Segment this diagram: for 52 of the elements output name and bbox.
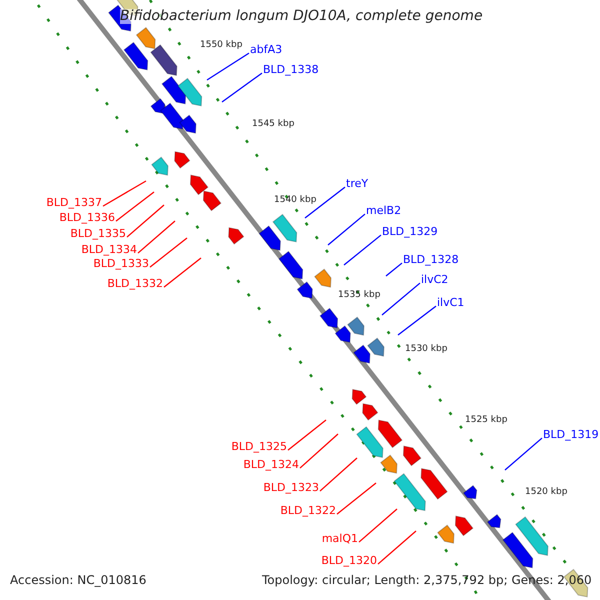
gene-label: BLD_1334 xyxy=(81,244,137,256)
leader-line xyxy=(336,482,376,515)
gene-label: treY xyxy=(346,178,368,190)
scale-label: 1525 kbp xyxy=(465,416,508,426)
footer-text: Topology: circular; Length: 2,375,792 bp; Genes: 2,060 xyxy=(262,574,592,588)
map-title: Bifidobacterium longum DJO10A, complete genome xyxy=(120,9,483,24)
leader-line xyxy=(222,72,262,102)
gene-label: BLD_1324 xyxy=(243,459,299,472)
leader-line xyxy=(328,214,366,246)
leader-line xyxy=(116,192,154,222)
leader-line xyxy=(102,180,146,207)
gene-label: BLD_1328 xyxy=(403,254,459,266)
gene-label: BLD_1337 xyxy=(46,197,102,210)
leader-line xyxy=(382,282,420,316)
leader-line xyxy=(126,204,164,238)
leader-line xyxy=(398,306,436,336)
scale-label: 1530 kbp xyxy=(405,345,448,355)
scale-label: 1540 kbp xyxy=(274,196,316,206)
gene-label: BLD_1325 xyxy=(231,441,287,454)
leader-line xyxy=(300,434,338,469)
leader-line xyxy=(378,530,416,565)
scale-label: 1550 kbp xyxy=(200,41,242,51)
scale-label: 1535 kbp xyxy=(338,291,380,301)
gene-label: BLD_1320 xyxy=(321,555,377,568)
leader-line xyxy=(504,438,542,470)
gene-label: malQ1 xyxy=(322,533,358,546)
leader-line xyxy=(288,420,326,451)
gene-label: ilvC2 xyxy=(421,274,448,286)
gene-label: BLD_1322 xyxy=(280,505,336,518)
gene-label: BLD_1319 xyxy=(543,429,599,442)
leader-line xyxy=(358,508,398,543)
gene-label: BLD_1338 xyxy=(263,64,319,76)
leader-line xyxy=(320,458,358,492)
gene-label: ilvC1 xyxy=(437,297,464,310)
leader-line xyxy=(164,258,202,288)
gene-label: BLD_1332 xyxy=(107,278,163,290)
gene-label: abfA3 xyxy=(250,44,282,56)
scale-label: 1545 kbp xyxy=(252,120,294,130)
leader-line xyxy=(206,52,250,80)
gene-label: melB2 xyxy=(366,205,402,218)
gene-label: BLD_1323 xyxy=(263,482,319,494)
gene-label: BLD_1335 xyxy=(70,228,126,240)
leader-line xyxy=(150,238,188,268)
leader-line xyxy=(138,220,176,254)
leader-line xyxy=(386,262,402,276)
leader-line xyxy=(344,234,382,266)
gene-label: BLD_1333 xyxy=(93,258,149,270)
footer-text: Accession: NC_010816 xyxy=(10,574,146,588)
gene-label: BLD_1329 xyxy=(382,226,438,238)
leader-line xyxy=(304,186,346,218)
gene-label: BLD_1336 xyxy=(59,212,115,224)
scale-label: 1520 kbp xyxy=(525,488,568,498)
